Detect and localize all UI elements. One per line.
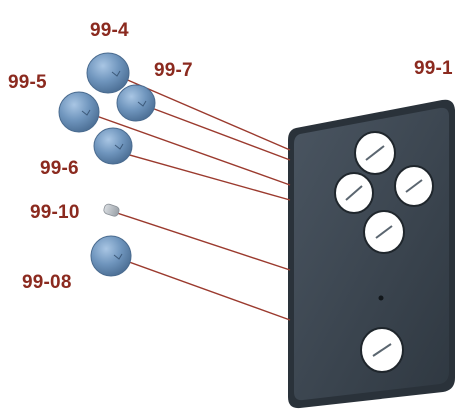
label-99-7: 99-7 — [154, 60, 193, 81]
label-99-5: 99-5 — [8, 72, 47, 93]
connector-99-10 — [103, 203, 120, 217]
button-99-5 — [58, 91, 100, 133]
button-99-4 — [86, 52, 130, 94]
label-99-10: 99-10 — [30, 202, 80, 223]
button-99-7 — [116, 84, 156, 122]
button-99-6 — [93, 127, 133, 165]
label-99-4: 99-4 — [90, 20, 129, 41]
button-99-08 — [90, 235, 132, 277]
leader-lines — [87, 74, 291, 321]
label-99-6: 99-6 — [40, 158, 79, 179]
panel-99-1 — [288, 99, 455, 409]
label-99-08: 99-08 — [22, 272, 72, 293]
label-99-1: 99-1 — [414, 58, 453, 79]
